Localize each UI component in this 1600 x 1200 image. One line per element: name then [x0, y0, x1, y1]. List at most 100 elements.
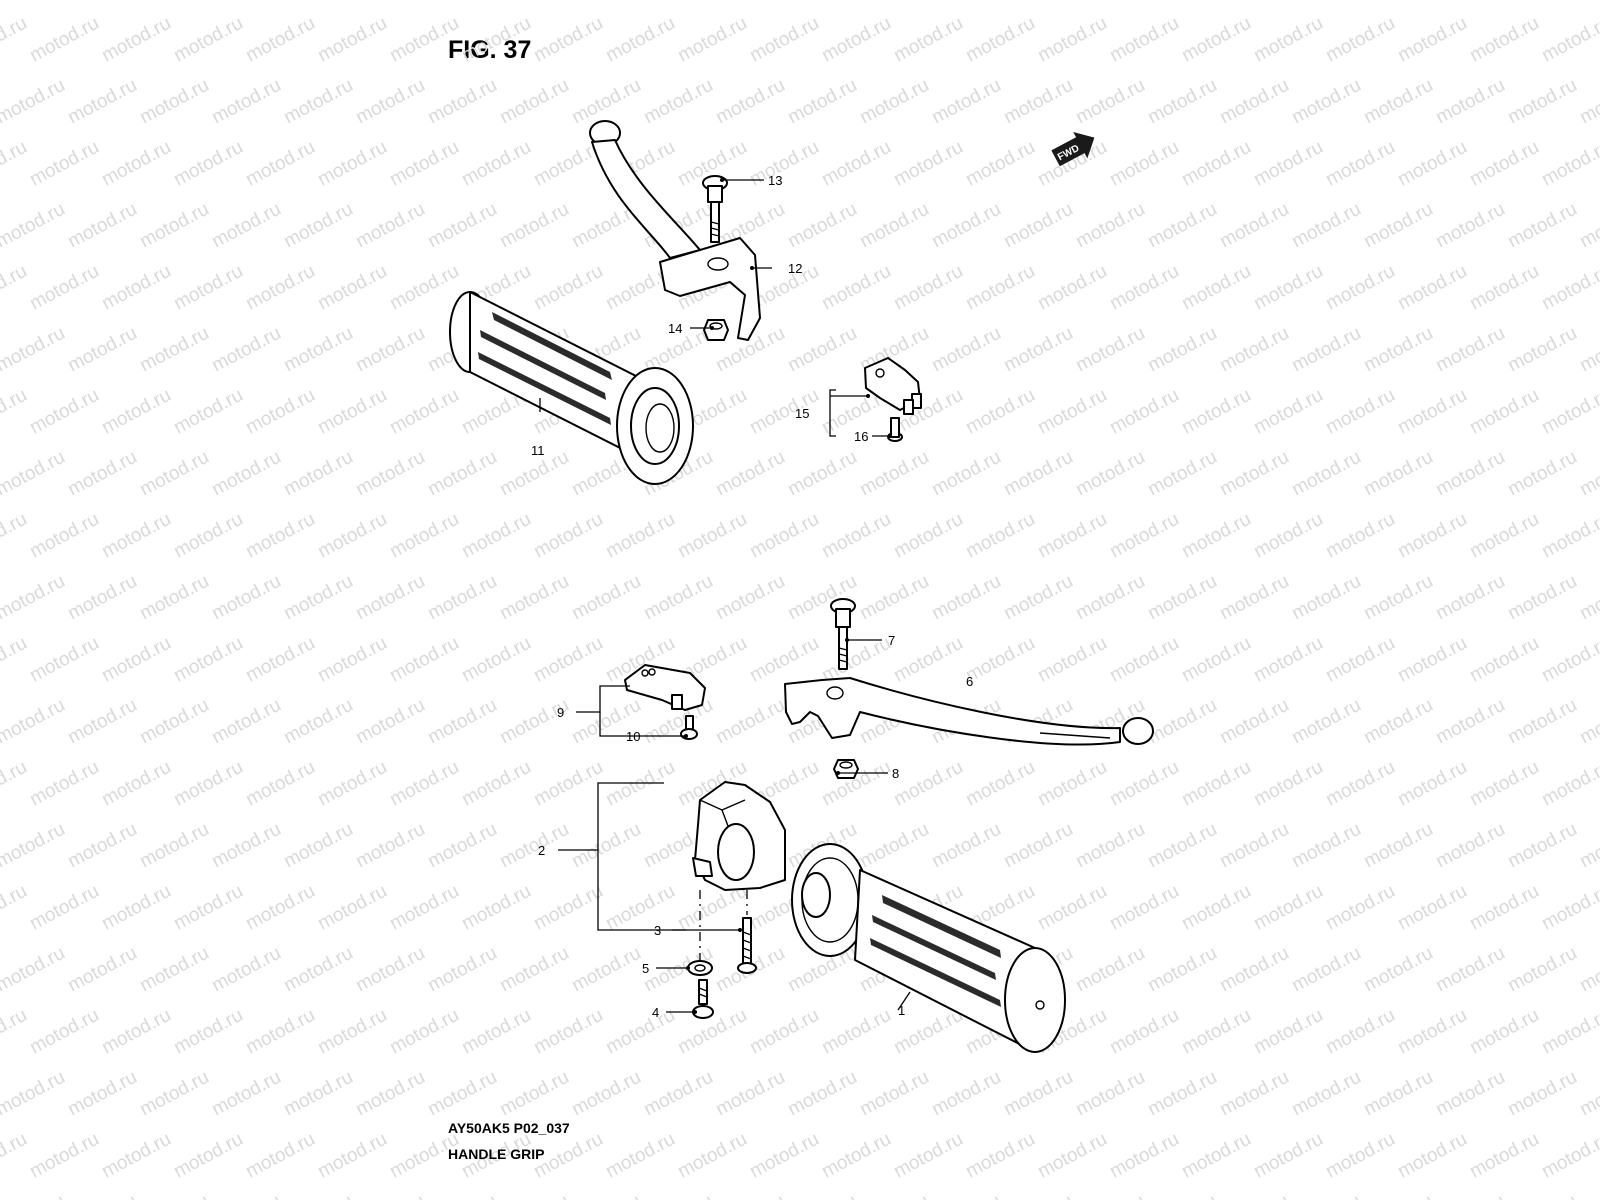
watermark-text: motod.ru: [784, 199, 860, 253]
watermark-text: motod.ru: [424, 0, 500, 4]
watermark-text: motod.ru: [1034, 13, 1110, 67]
callout-5: 5: [642, 961, 649, 976]
watermark-text: motod.ru: [1504, 323, 1580, 377]
watermark-text: motod.ru: [928, 199, 1004, 253]
watermark-text: motod.ru: [962, 13, 1038, 67]
watermark-text: motod.ru: [208, 0, 284, 4]
watermark-text: motod.ru: [386, 757, 462, 811]
watermark-text: motod.ru: [568, 1191, 644, 1200]
watermark-text: motod.ru: [602, 13, 678, 67]
watermark-text: motod.ru: [1072, 75, 1148, 129]
watermark-text: motod.ru: [928, 819, 1004, 873]
watermark-text: motod.ru: [1322, 137, 1398, 191]
watermark-text: motod.ru: [280, 323, 356, 377]
watermark-text: motod.ru: [1178, 261, 1254, 315]
watermark-text: motod.ru: [890, 509, 966, 563]
watermark-text: motod.ru: [530, 509, 606, 563]
watermark-text: motod.ru: [0, 509, 31, 563]
watermark-text: motod.ru: [962, 1129, 1038, 1183]
watermark-text: motod.ru: [208, 1067, 284, 1121]
watermark-text: motod.ru: [458, 633, 534, 687]
callout-8: 8: [892, 766, 899, 781]
watermark-text: motod.ru: [1394, 881, 1470, 935]
watermark-text: motod.ru: [424, 571, 500, 625]
callout-1: 1: [898, 1003, 905, 1018]
watermark-text: motod.ru: [746, 137, 822, 191]
watermark-text: motod.ru: [424, 75, 500, 129]
watermark-text: motod.ru: [1322, 509, 1398, 563]
watermark-text: motod.ru: [1576, 447, 1600, 501]
watermark-text: motod.ru: [1394, 137, 1470, 191]
watermark-text: motod.ru: [1250, 13, 1326, 67]
callout-14: 14: [668, 321, 682, 336]
watermark-text: motod.ru: [314, 13, 390, 67]
watermark-text: motod.ru: [1288, 323, 1364, 377]
watermark-text: motod.ru: [208, 1191, 284, 1200]
watermark-text: motod.ru: [962, 633, 1038, 687]
watermark-text: motod.ru: [1288, 75, 1364, 129]
watermark-text: motod.ru: [496, 0, 572, 4]
watermark-text: motod.ru: [352, 695, 428, 749]
watermark-text: motod.ru: [0, 0, 69, 4]
watermark-text: motod.ru: [962, 385, 1038, 439]
watermark-text: motod.ru: [26, 1129, 102, 1183]
watermark-text: motod.ru: [352, 447, 428, 501]
watermark-text: motod.ru: [208, 199, 284, 253]
watermark-text: motod.ru: [1538, 633, 1600, 687]
watermark-text: motod.ru: [424, 199, 500, 253]
watermark-text: motod.ru: [352, 1067, 428, 1121]
watermark-text: motod.ru: [856, 1067, 932, 1121]
fwd-arrow: FWD: [1051, 131, 1095, 167]
watermark-text: motod.ru: [602, 881, 678, 935]
watermark-text: motod.ru: [1144, 1191, 1220, 1200]
watermark-text: motod.ru: [1504, 571, 1580, 625]
watermark-text: motod.ru: [1466, 137, 1542, 191]
watermark-text: motod.ru: [1432, 447, 1508, 501]
watermark-text: motod.ru: [1144, 1067, 1220, 1121]
watermark-text: motod.ru: [890, 13, 966, 67]
watermark-text: motod.ru: [98, 757, 174, 811]
watermark-text: motod.ru: [674, 1129, 750, 1183]
watermark-text: motod.ru: [1250, 757, 1326, 811]
watermark-text: motod.ru: [1394, 261, 1470, 315]
watermark-text: motod.ru: [746, 509, 822, 563]
watermark-text: motod.ru: [1466, 633, 1542, 687]
watermark-text: motod.ru: [136, 0, 212, 4]
watermark-text: motod.ru: [818, 1129, 894, 1183]
watermark-text: motod.ru: [1432, 199, 1508, 253]
watermark-text: motod.ru: [496, 695, 572, 749]
watermark-text: motod.ru: [928, 0, 1004, 4]
watermark-text: motod.ru: [1466, 385, 1542, 439]
watermark-text: motod.ru: [746, 633, 822, 687]
watermark-text: motod.ru: [818, 13, 894, 67]
watermark-text: motod.ru: [64, 695, 140, 749]
watermark-text: motod.ru: [1538, 13, 1600, 67]
watermark-text: motod.ru: [1432, 323, 1508, 377]
watermark-text: motod.ru: [1072, 323, 1148, 377]
watermark-text: motod.ru: [1000, 571, 1076, 625]
watermark-text: motod.ru: [1504, 75, 1580, 129]
watermark-text: motod.ru: [1034, 633, 1110, 687]
watermark-text: motod.ru: [856, 199, 932, 253]
watermark-text: motod.ru: [640, 0, 716, 4]
watermark-text: motod.ru: [386, 137, 462, 191]
watermark-text: motod.ru: [352, 0, 428, 4]
watermark-text: motod.ru: [712, 0, 788, 4]
watermark-text: motod.ru: [386, 881, 462, 935]
watermark-text: motod.ru: [712, 571, 788, 625]
watermark-text: motod.ru: [1288, 0, 1364, 4]
watermark-text: motod.ru: [1432, 819, 1508, 873]
watermark-text: motod.ru: [1432, 571, 1508, 625]
watermark-text: motod.ru: [1538, 509, 1600, 563]
watermark-text: motod.ru: [928, 1067, 1004, 1121]
watermark-text: motod.ru: [928, 323, 1004, 377]
watermark-text: motod.ru: [1178, 881, 1254, 935]
watermark-text: motod.ru: [530, 261, 606, 315]
watermark-text: motod.ru: [496, 1191, 572, 1200]
watermark-text: motod.ru: [746, 1129, 822, 1183]
watermark-text: motod.ru: [1360, 1191, 1436, 1200]
callout-6: 6: [966, 674, 973, 689]
watermark-text: motod.ru: [1394, 1129, 1470, 1183]
watermark-text: motod.ru: [0, 1191, 69, 1200]
watermark-text: motod.ru: [208, 819, 284, 873]
